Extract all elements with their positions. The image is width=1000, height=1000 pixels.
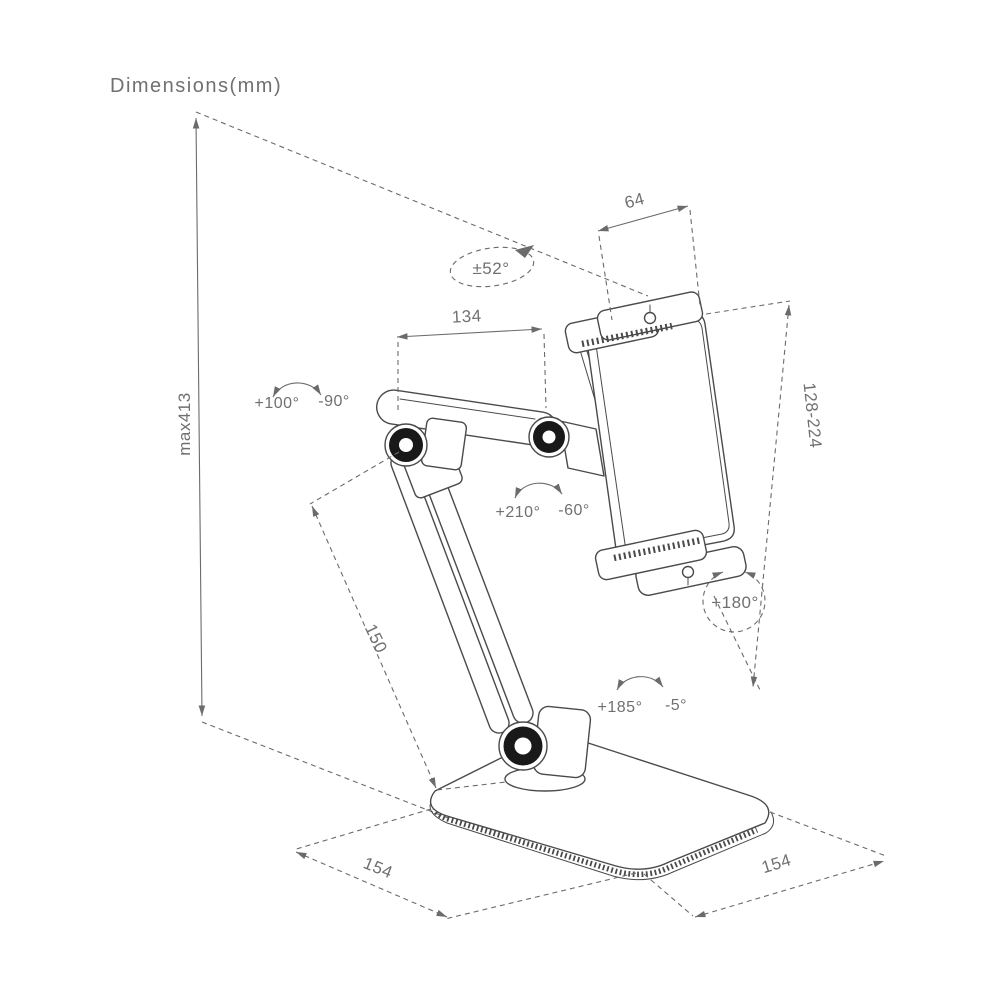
elbow-joint-hole — [399, 438, 413, 452]
base-width-label: 154 — [759, 850, 793, 877]
diagram-title: Dimensions(mm) — [110, 75, 282, 97]
perspective-lines — [195, 111, 649, 819]
base-plate — [429, 735, 775, 881]
ext-line — [598, 235, 613, 321]
swivel-ellipse — [449, 246, 535, 288]
wall-top-edge — [195, 111, 649, 297]
ext-line — [769, 811, 887, 857]
upper-arm-label: 134 — [451, 306, 482, 327]
max-height-dimension: max413 — [175, 117, 206, 717]
top-jaw-screw — [643, 311, 657, 325]
top-jaw-grip-ribs — [581, 322, 673, 348]
lower-arm-label: 150 — [361, 621, 391, 656]
max-height-label: max413 — [175, 392, 194, 455]
ext-line — [444, 872, 637, 920]
bottom-clamp-jaw — [594, 529, 747, 596]
ext-line — [543, 333, 547, 409]
top-clamp-jaw — [564, 291, 704, 354]
swivel-arrow — [515, 245, 534, 258]
lower-arm — [390, 443, 534, 734]
ext-line — [705, 300, 791, 315]
base-pos-label: +185° — [598, 699, 643, 716]
rotate-circle — [702, 571, 766, 633]
ext-line — [689, 209, 701, 307]
upper-arm — [376, 389, 605, 477]
ext-line — [292, 808, 432, 851]
wrist-rotation-annotation: +100° -90° — [255, 382, 350, 412]
ext-line — [436, 781, 507, 791]
wrist-neg-label: -90° — [318, 393, 350, 410]
max-height-line — [192, 117, 206, 717]
holder-rotate-label: +180° — [711, 593, 759, 612]
elbow-neg-label: -60° — [558, 502, 590, 519]
elbow-rotation-annotation: +210° -60° — [496, 482, 590, 521]
wrist-arc — [272, 382, 322, 398]
base-rim-bottom — [429, 798, 775, 881]
holder-height-line — [750, 304, 792, 688]
upper-arm-line — [396, 326, 543, 340]
base-depth-label: 154 — [361, 853, 396, 882]
base-rotation-annotation: +185° -5° — [598, 676, 687, 716]
lower-arm-line — [311, 505, 437, 789]
base-joint-hole — [514, 737, 532, 755]
base-joint — [498, 721, 548, 771]
elbow-pos-label: +210° — [496, 504, 541, 521]
floor-edge — [201, 721, 449, 819]
base-neg-label: -5° — [665, 697, 687, 714]
holder-height-label: 128-224 — [800, 382, 826, 450]
clamp-width-line — [597, 205, 689, 232]
base-arc — [616, 676, 664, 691]
clamp-width-label: 64 — [622, 189, 646, 213]
ext-line — [643, 873, 694, 917]
tablet-holder — [564, 291, 747, 596]
wrist-bracket — [559, 420, 605, 477]
bottom-jaw-screw — [681, 565, 695, 579]
ext-line — [309, 451, 400, 505]
base-width-line — [694, 860, 885, 918]
wrist-pos-label: +100° — [255, 395, 300, 412]
clamp-width-dimension: 64 — [597, 189, 701, 321]
base-pedestal — [504, 705, 592, 792]
holder-swivel-label: ±52° — [472, 259, 509, 278]
elbow-arc — [514, 482, 563, 499]
holder-swivel-annotation: ±52° — [449, 245, 535, 288]
base-depth-line — [295, 851, 448, 918]
wrist-joint-hole — [542, 430, 556, 444]
elbow-collar — [420, 417, 468, 471]
upper-arm-dimension: 134 — [396, 306, 547, 410]
holder-rotate-annotation: +180° — [702, 571, 766, 633]
upper-arm-highlight — [399, 398, 536, 420]
